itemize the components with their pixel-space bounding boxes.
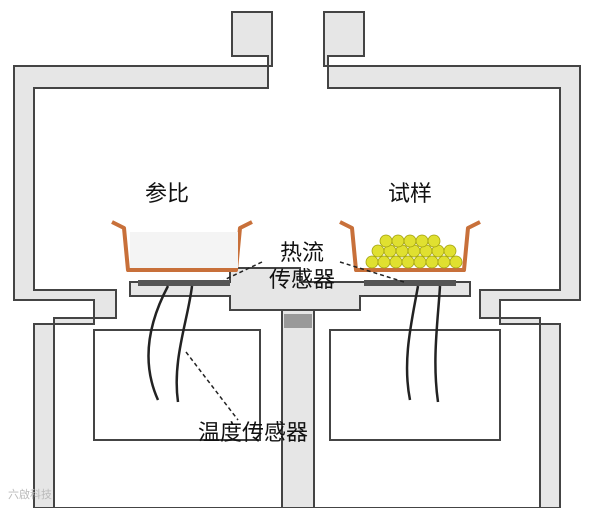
inner-chamber bbox=[36, 90, 558, 288]
temperature-sensor-label: 温度传感器 bbox=[198, 421, 309, 446]
watermark: 六啟科技 bbox=[8, 488, 52, 501]
heat-flow-sensor-label: 热流 传感器 bbox=[262, 240, 342, 294]
reference-label: 参比 bbox=[145, 182, 190, 207]
furnace-wall bbox=[13, 11, 581, 508]
right-sensor-plate bbox=[364, 280, 456, 286]
reference-crucible bbox=[111, 220, 253, 272]
center-post-insulator bbox=[284, 314, 312, 328]
center-post bbox=[281, 309, 315, 508]
reference-crucible-inner bbox=[130, 232, 238, 268]
heat-flow-label-line2: 传感器 bbox=[268, 268, 335, 293]
left-sensor-plate bbox=[138, 280, 230, 286]
heat-flow-label-line1: 热流 bbox=[279, 241, 324, 266]
sample-label: 试样 bbox=[388, 182, 433, 207]
sample-pellets bbox=[365, 234, 463, 269]
sample-crucible bbox=[339, 220, 481, 272]
leader-lines bbox=[185, 261, 405, 421]
right-lower-cavity bbox=[329, 329, 501, 441]
sensor-wires bbox=[147, 285, 442, 403]
